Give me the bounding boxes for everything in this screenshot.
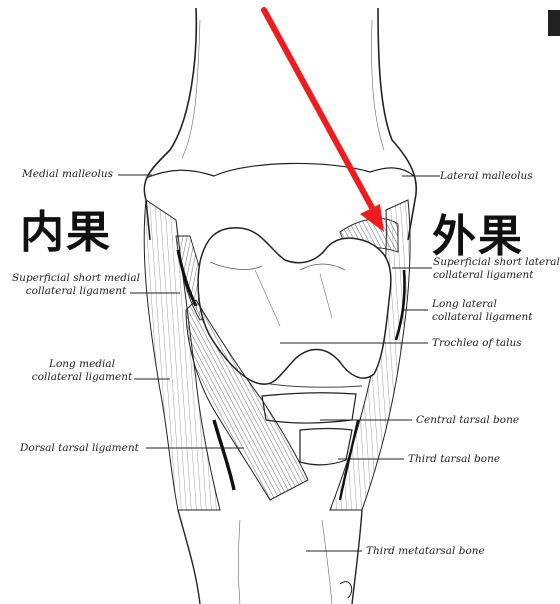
label-central-tarsal-bone: Central tarsal bone	[416, 414, 519, 427]
label-superficial-short-lateral: Superficial short lateral collateral lig…	[433, 256, 560, 282]
lateral-malleolus-jp: 外果	[432, 200, 524, 264]
label-long-lateral: Long lateral collateral ligament	[432, 298, 532, 324]
label-trochlea-of-talus: Trochlea of talus	[432, 337, 522, 350]
label-long-medial: Long medial collateral ligament	[22, 358, 142, 384]
label-dorsal-tarsal-ligament: Dorsal tarsal ligament	[20, 442, 139, 455]
medial-malleolus-jp: 内果	[20, 196, 112, 260]
central-tarsal-bone	[262, 393, 356, 423]
label-lateral-malleolus: Lateral malleolus	[440, 170, 533, 183]
label-third-metatarsal-bone: Third metatarsal bone	[366, 545, 485, 558]
third-metatarsal-bone	[178, 510, 362, 604]
red-arrow	[264, 10, 376, 215]
label-superficial-short-medial: Superficial short medial collateral liga…	[6, 272, 146, 298]
label-medial-malleolus: Medial malleolus	[22, 168, 113, 181]
label-third-tarsal-bone: Third tarsal bone	[408, 453, 500, 466]
